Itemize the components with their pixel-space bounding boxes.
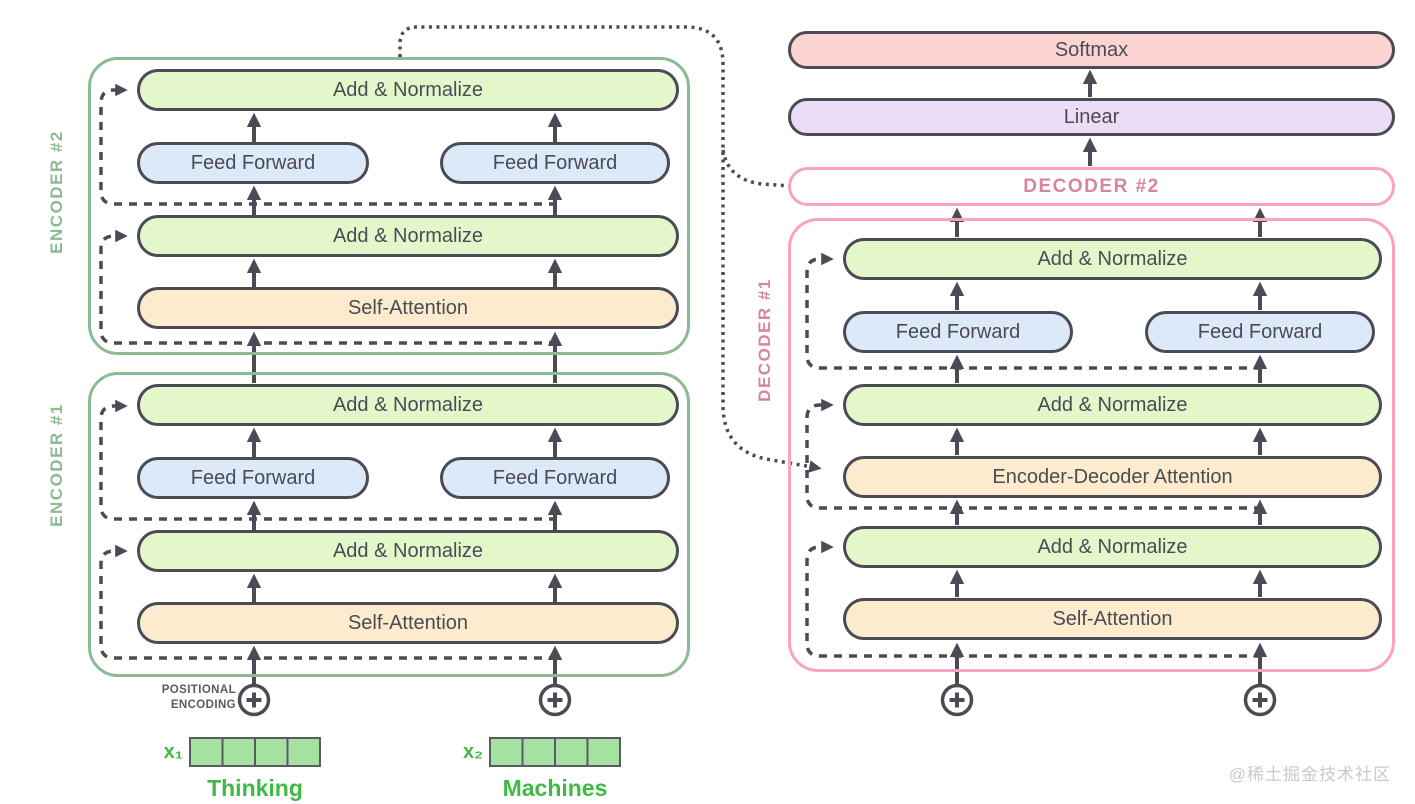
positional-encoding-label: POSITIONAL ENCODING [128, 683, 236, 713]
plus-circle-icon [237, 683, 271, 717]
encoder1-feed-forward-left: Feed Forward [137, 457, 369, 499]
positional-encoding-line1: POSITIONAL [161, 684, 236, 696]
encoder-to-decoder-connections [398, 25, 822, 473]
decoder-1-label: DECODER #1 [755, 278, 774, 402]
softmax-block: Softmax [788, 31, 1395, 69]
encoder2-self-attention: Self-Attention [137, 287, 679, 329]
residual-skip-connections [99, 83, 1262, 660]
x1-variable-label: x₁ [163, 741, 183, 763]
watermark: @稀土掘金技术社区 [1228, 765, 1391, 784]
encoder2-feed-forward-right: Feed Forward [440, 142, 670, 184]
encoder2-feed-forward-left: Feed Forward [137, 142, 369, 184]
decoder1-add-normalize-low: Add & Normalize [843, 526, 1382, 568]
linear-block: Linear [788, 98, 1395, 136]
decoder-signal-arrows [949, 69, 1268, 686]
input-word-machines: Machines [502, 775, 608, 801]
encoder-2-box [88, 57, 690, 355]
decoder1-feed-forward-left: Feed Forward [843, 311, 1073, 353]
plus-circle-icon [940, 683, 974, 717]
encoder-2-label: ENCODER #2 [47, 130, 66, 254]
plus-circle-icon [1243, 683, 1277, 717]
encoder-signal-arrows [246, 112, 563, 686]
encoder1-feed-forward-right: Feed Forward [440, 457, 670, 499]
encoder-1-label: ENCODER #1 [47, 403, 66, 527]
decoder-2-block: DECODER #2 [788, 167, 1395, 206]
decoder1-self-attention: Self-Attention [843, 598, 1382, 640]
decoder1-add-normalize-mid: Add & Normalize [843, 384, 1382, 426]
positional-encoding-adders [237, 683, 1277, 717]
plus-circle-icon [538, 683, 572, 717]
input-word-thinking: Thinking [207, 775, 303, 801]
encoder1-self-attention: Self-Attention [137, 602, 679, 644]
encoder-1-box [88, 372, 690, 677]
input-embedding-vectors [189, 737, 621, 767]
decoder1-feed-forward-right: Feed Forward [1145, 311, 1375, 353]
encoder1-add-normalize-top: Add & Normalize [137, 384, 679, 426]
encoder2-add-normalize-low: Add & Normalize [137, 215, 679, 257]
decoder1-add-normalize-top: Add & Normalize [843, 238, 1382, 280]
encoder2-add-normalize-top: Add & Normalize [137, 69, 679, 111]
x2-variable-label: x₂ [462, 741, 483, 763]
decoder-1-box [788, 218, 1395, 672]
input-vector-x1 [189, 737, 321, 767]
decoder1-encoder-decoder-attention: Encoder-Decoder Attention [843, 456, 1382, 498]
encoder1-add-normalize-low: Add & Normalize [137, 530, 679, 572]
input-vector-x2 [489, 737, 621, 767]
positional-encoding-line2: ENCODING [170, 699, 236, 711]
